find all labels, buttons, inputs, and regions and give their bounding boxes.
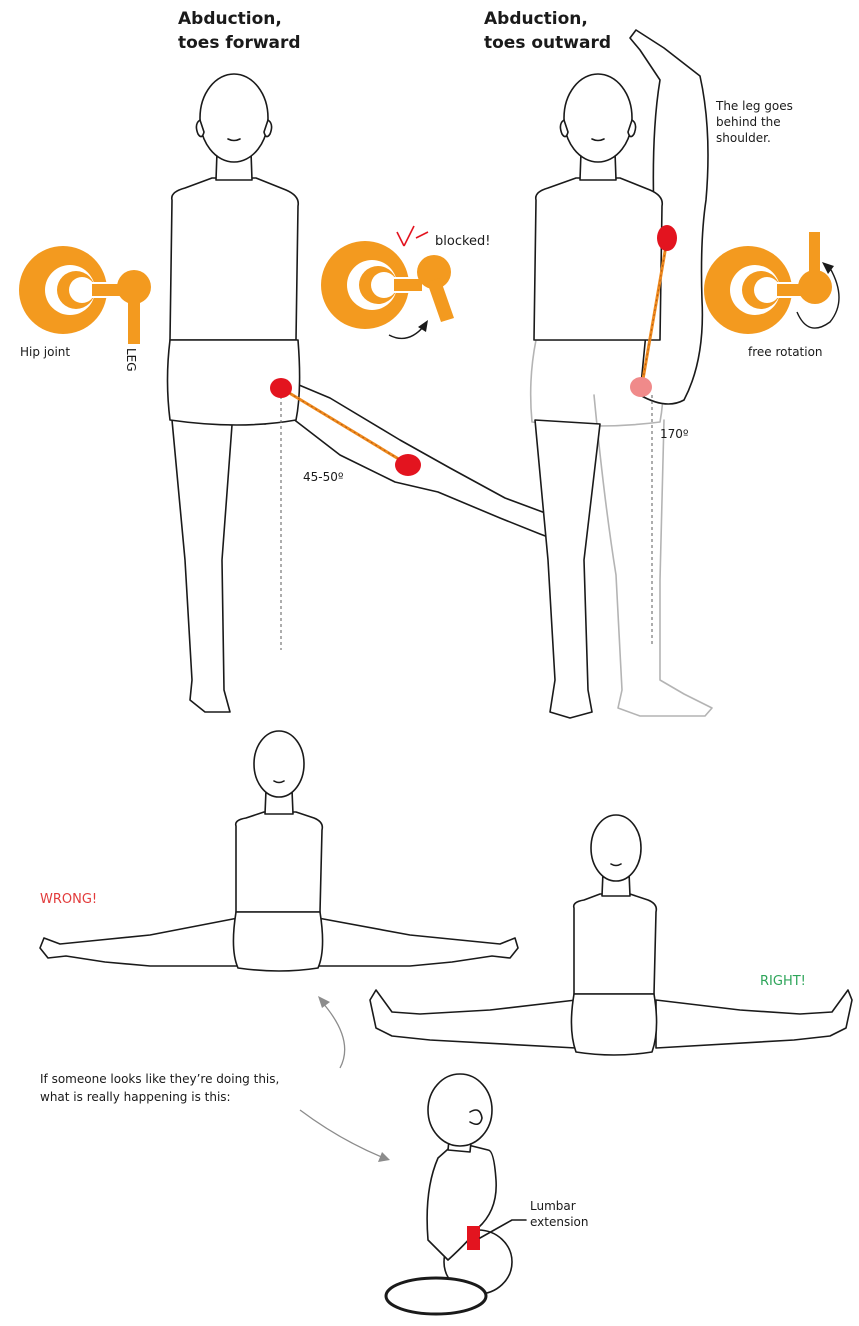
hip-joint-label: Hip joint [20, 345, 70, 359]
wrong-split-right-leg [318, 918, 518, 966]
left-figure-torso [170, 178, 298, 340]
blocked-spark-icon [397, 226, 428, 246]
title-right-line2: toes outward [484, 33, 611, 53]
free-rotation-label: free rotation [748, 345, 823, 359]
explain-arrow-up-icon [318, 996, 345, 1068]
wrong-label: WRONG! [40, 892, 97, 907]
angle-outward-label: 170º [660, 427, 689, 441]
left-hip-marker [270, 378, 292, 398]
right-split-left-leg [370, 990, 576, 1048]
wrong-split-pelvis [233, 912, 322, 971]
right-split-figure [370, 815, 852, 1055]
explain-line1: If someone looks like they’re doing this… [40, 1072, 279, 1086]
lumbar-label-line1: Lumbar [530, 1199, 576, 1213]
right-hip-marker [630, 377, 652, 397]
side-view-base [386, 1278, 486, 1314]
hip-joint-icon [19, 246, 151, 344]
explain-arrow-down-icon [300, 1110, 390, 1162]
right-figure-standing-leg [535, 420, 600, 718]
leg-behind-line3: shoulder. [716, 131, 771, 145]
angle-forward-label: 45-50º [303, 470, 344, 484]
right-split-pelvis [571, 994, 656, 1055]
left-figure-standing-leg [172, 420, 232, 712]
right-split-head [591, 815, 641, 881]
wrong-split-head [254, 731, 304, 797]
right-split-right-leg [656, 990, 852, 1048]
free-rotation-joint-icon [704, 232, 832, 334]
lumbar-label-line2: extension [530, 1215, 589, 1229]
leg-behind-line2: behind the [716, 115, 781, 129]
figure-toes-outward: 170º [531, 30, 712, 718]
leg-label: LEG [124, 348, 138, 372]
lumbar-marker [467, 1226, 480, 1250]
title-right-line1: Abduction, [484, 9, 588, 29]
title-left-line1: Abduction, [178, 9, 282, 29]
left-knee-marker [395, 454, 421, 476]
right-figure-torso [534, 178, 662, 340]
side-view-figure [386, 1074, 526, 1314]
wrong-split-left-leg [40, 918, 238, 966]
right-knee-marker [657, 225, 677, 251]
wrong-split-figure [40, 731, 518, 971]
figure-toes-forward: 45-50º [168, 74, 575, 712]
right-figure-ghost-leg [594, 395, 712, 716]
blocked-label: blocked! [435, 234, 491, 249]
blocked-joint-icon [321, 241, 454, 329]
side-view-head [428, 1074, 492, 1146]
title-left-line2: toes forward [178, 33, 301, 53]
left-figure-abducted-leg [265, 372, 574, 540]
explain-line2: what is really happening is this: [40, 1090, 231, 1104]
leg-behind-line1: The leg goes [715, 99, 793, 113]
right-split-torso [574, 894, 657, 994]
wrong-split-torso [236, 812, 323, 912]
left-figure-head [200, 74, 268, 162]
right-label: RIGHT! [760, 974, 806, 989]
right-figure-head [564, 74, 632, 162]
rotation-arrow-icon [389, 320, 428, 338]
